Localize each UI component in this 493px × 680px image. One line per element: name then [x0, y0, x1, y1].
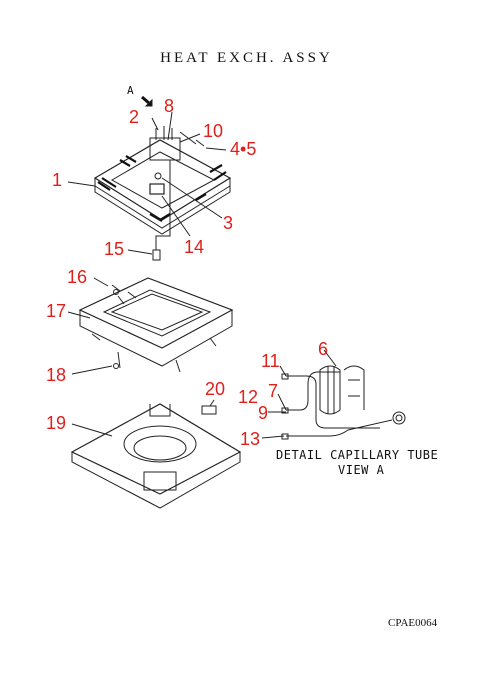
callout-4-5: 4•5	[230, 139, 257, 159]
drawing-code: CPAE0064	[388, 617, 438, 629]
callout-15: 15	[104, 239, 125, 259]
callout-10: 10	[203, 121, 224, 141]
callout-18: 18	[46, 365, 67, 385]
callout-2: 2	[129, 107, 140, 127]
capillary-tube-detail	[281, 365, 406, 440]
screw	[111, 284, 121, 295]
leader-lines	[67, 111, 337, 439]
header-assembly	[149, 126, 205, 212]
diagram-title: HEAT EXCH. ASSY	[160, 50, 333, 66]
callout-13: 13	[240, 429, 261, 449]
callout-16: 16	[67, 267, 88, 287]
detail-caption: DETAIL CAPILLARY TUBE VIEW A	[276, 448, 438, 478]
sensor-lead	[152, 212, 171, 261]
callout-7: 7	[268, 381, 279, 401]
callout-6: 6	[318, 339, 329, 359]
callout-19: 19	[46, 413, 67, 433]
callout-1: 1	[52, 170, 63, 190]
sensor-holder	[201, 405, 217, 415]
heat-exchanger-coil	[93, 139, 232, 235]
view-a-label: A	[127, 84, 134, 97]
callout-8: 8	[164, 96, 175, 116]
callout-14: 14	[184, 237, 205, 257]
callout-11: 11	[261, 351, 280, 371]
detail-caption-line2: VIEW A	[338, 463, 385, 477]
callout-20: 20	[205, 379, 226, 399]
callout-17: 17	[46, 301, 67, 321]
detail-caption-line1: DETAIL CAPILLARY TUBE	[276, 448, 439, 462]
callout-12: 12	[238, 387, 259, 407]
base-plate	[70, 403, 242, 509]
callout-3: 3	[223, 213, 234, 233]
nut	[113, 363, 119, 369]
callout-9: 9	[258, 403, 269, 423]
drain-pan	[78, 277, 234, 373]
